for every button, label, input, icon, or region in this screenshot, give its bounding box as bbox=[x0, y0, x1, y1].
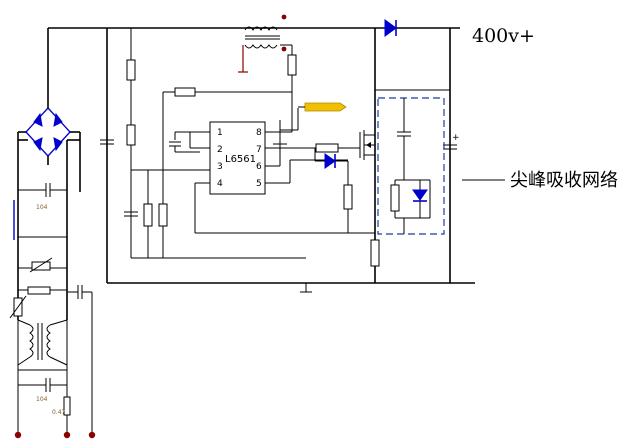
common-mode-choke-bottom bbox=[17, 319, 68, 371]
series-resistor bbox=[27, 286, 51, 295]
chip-name: L6561 bbox=[225, 154, 256, 165]
snubber-label: 尖峰吸收网络 bbox=[510, 170, 618, 191]
snubber-resistor bbox=[390, 184, 400, 212]
terminal-dot-2 bbox=[63, 431, 71, 439]
output-capacitor: + bbox=[443, 133, 460, 150]
pin-8: 8 bbox=[256, 128, 262, 138]
pin-1: 1 bbox=[217, 128, 223, 138]
drive-signal-tag bbox=[304, 102, 347, 112]
gate-resistor bbox=[315, 143, 339, 153]
snubber-network bbox=[377, 97, 445, 235]
mosfet bbox=[359, 130, 375, 160]
bridge-diode-4 bbox=[53, 137, 63, 152]
bridge-diode-2 bbox=[53, 112, 63, 127]
output-voltage-label: 400v+ bbox=[472, 25, 535, 47]
resistor-047 bbox=[63, 396, 71, 416]
resistor-dividers bbox=[124, 28, 306, 259]
bridge-rectifier bbox=[17, 28, 81, 192]
terminal-dot-1 bbox=[14, 431, 22, 439]
polarity-dot-bottom bbox=[281, 46, 287, 52]
pin-6: 6 bbox=[256, 162, 262, 172]
gate-drive bbox=[310, 143, 360, 233]
pulldown-resistor bbox=[343, 184, 353, 210]
cap-104-bottom-label: 104 bbox=[36, 396, 48, 403]
pin-4: 4 bbox=[217, 179, 223, 189]
chip-l6561: L6561 1 2 3 4 8 7 6 5 bbox=[148, 88, 375, 234]
pin-5: 5 bbox=[256, 179, 262, 189]
pin-7: 7 bbox=[256, 145, 262, 155]
output-diode bbox=[384, 19, 397, 37]
cap-104-top-label: 104 bbox=[36, 204, 48, 211]
input-filter-middle: 104 bbox=[9, 140, 92, 320]
pfc-transformer bbox=[238, 14, 297, 88]
main-bus bbox=[48, 27, 475, 284]
polarity-dot-top bbox=[281, 14, 287, 20]
pin-2: 2 bbox=[217, 145, 223, 155]
ntc-thermistor bbox=[31, 261, 51, 271]
pin-3: 3 bbox=[217, 162, 223, 172]
input-x-capacitor: 104 0.47 bbox=[18, 378, 71, 416]
snubber-diode bbox=[412, 189, 428, 201]
zcd-resistor bbox=[287, 54, 297, 76]
sense-resistor bbox=[370, 239, 380, 267]
terminal-dot-3 bbox=[88, 431, 96, 439]
bridge-diode-1 bbox=[33, 112, 43, 127]
svg-text:+: + bbox=[452, 133, 460, 143]
snubber-box bbox=[377, 97, 445, 235]
cap-047-label: 0.47 bbox=[52, 409, 66, 416]
input-terminals bbox=[14, 292, 96, 439]
bridge-diode-3 bbox=[33, 137, 43, 152]
